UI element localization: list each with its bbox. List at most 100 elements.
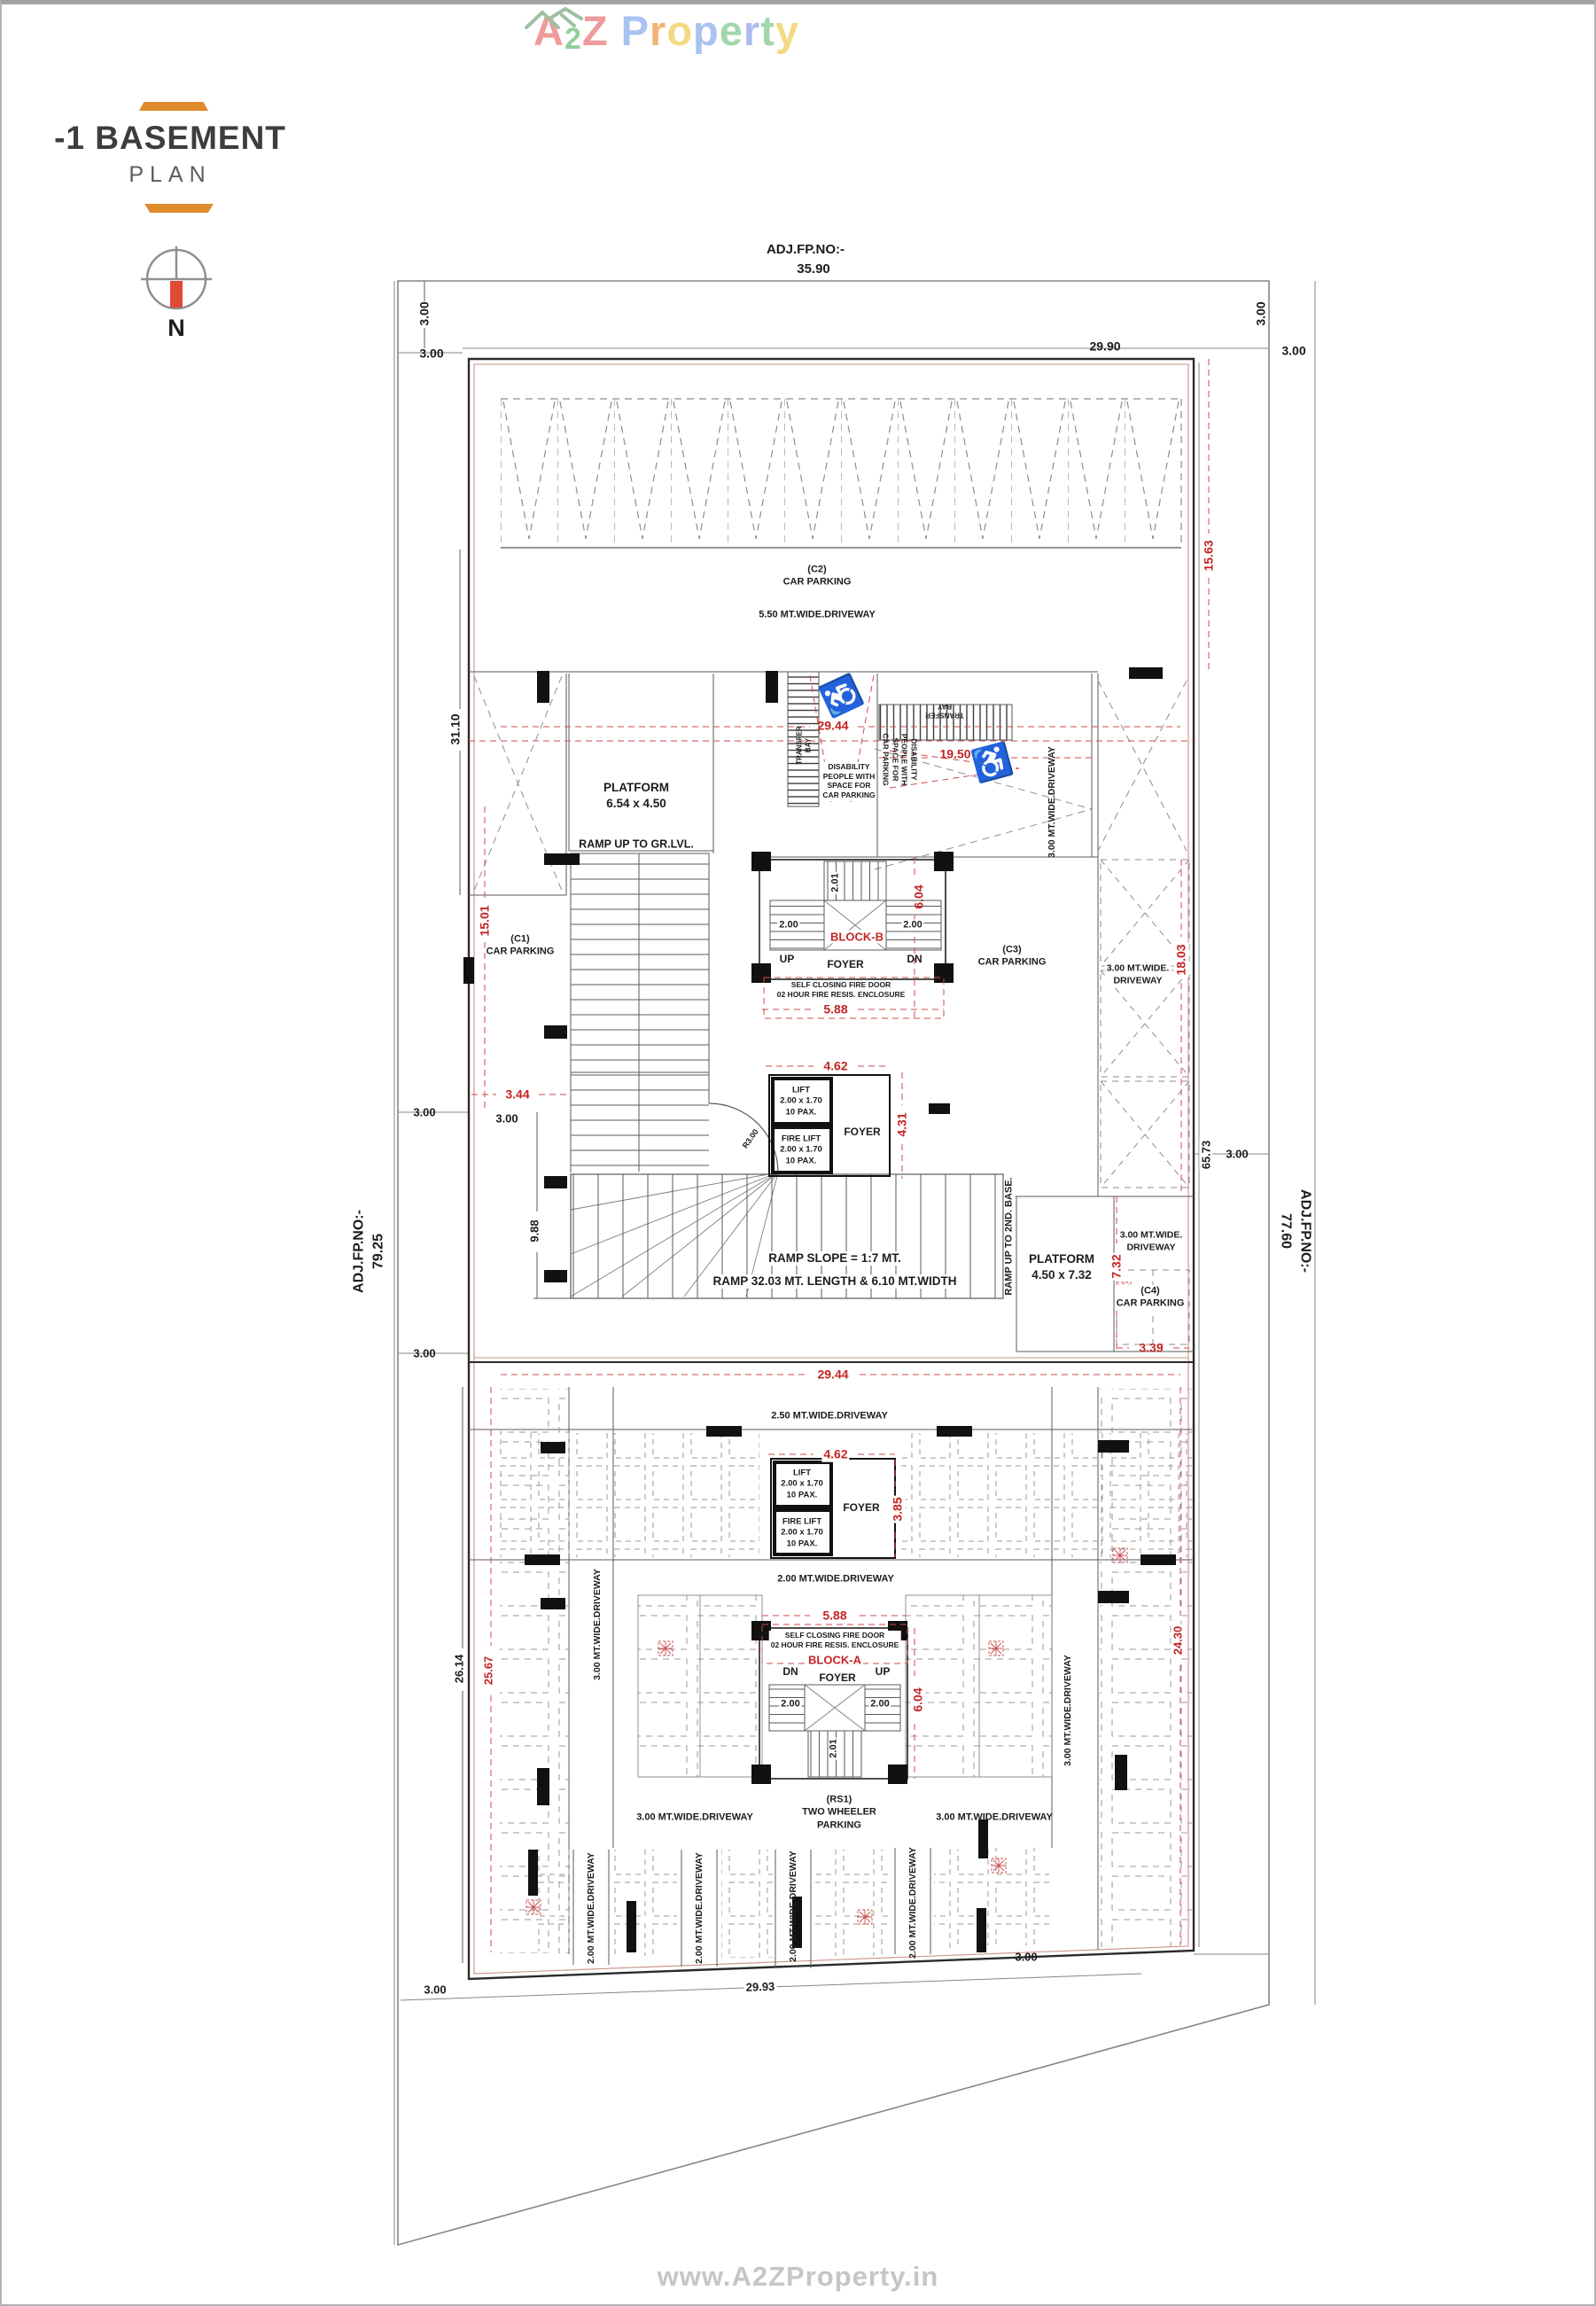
bottom-stall-rows — [532, 1848, 1049, 1968]
ramp-length-label: RAMP 32.03 MT. LENGTH & 6.10 MT.WIDTH — [711, 1274, 959, 1289]
disability-text-2: DISABILITY PEOPLE WITH SPACE FOR CAR PAR… — [881, 733, 919, 786]
dim-3-00-left-2: 3.00 — [413, 1346, 436, 1360]
dim-26-14: 26.14 — [452, 1654, 466, 1684]
logo-letter: 2 — [564, 22, 582, 56]
logo-letter: t — [760, 7, 775, 54]
dim-3-00-bottom-right: 3.00 — [1015, 1950, 1038, 1964]
dim-2-00-blockb-right: 2.00 — [901, 919, 924, 931]
dim-65-73: 65.73 — [1199, 1138, 1213, 1172]
c1-zone-label: (C1) CAR PARKING — [486, 933, 555, 957]
logo-letter: P — [620, 7, 650, 54]
dim-3-00-top-right-h: 3.00 — [1281, 343, 1306, 358]
dim-15-01: 15.01 — [477, 905, 492, 937]
adj-fp-right: ADJ.FP.NO:- 77.60 — [1279, 1189, 1313, 1273]
title-rule-bottom — [144, 204, 214, 213]
up-label-blocka: UP — [875, 1664, 891, 1678]
c3-driveway-label: 3.00 MT.WIDE. DRIVEWAY — [1104, 962, 1172, 987]
driveway-2-50-label: 2.50 MT.WIDE.DRIVEWAY — [771, 1410, 888, 1422]
dim-2-01-blockb: 2.01 — [829, 871, 842, 894]
platform-1-label: PLATFORM 6.54 x 4.50 — [603, 780, 669, 810]
title-rule-top — [139, 102, 208, 111]
dim-3-00-right-1: 3.00 — [1226, 1147, 1249, 1161]
logo-letter: o — [666, 7, 694, 54]
black-dimension-lines — [424, 281, 538, 1963]
dim-7-32: 7.32 — [1109, 1252, 1125, 1281]
red-dimension-lines — [469, 359, 1210, 1952]
driveway-3-00-bottom-left: 3.00 MT.WIDE.DRIVEWAY — [636, 1811, 753, 1823]
lift-core-1 — [768, 1074, 891, 1177]
c3-parking-stalls — [1100, 859, 1190, 1345]
dim-5-88-blocka: 5.88 — [821, 1608, 849, 1624]
driveway-3-00-v-upper: 3.00 MT.WIDE.DRIVEWAY — [1046, 746, 1057, 858]
structural-columns — [463, 667, 1176, 1952]
driveway-3-00-bottom-right: 3.00 MT.WIDE.DRIVEWAY — [936, 1811, 1053, 1823]
dim-6-04-blockb: 6.04 — [911, 884, 926, 909]
dim-3-44: 3.44 — [505, 1087, 530, 1102]
page-title: -1 BASEMENT — [54, 120, 286, 156]
logo: A2Z Property — [356, 6, 977, 64]
dim-3-00-top-left-h: 3.00 — [419, 346, 444, 361]
rs1-zone-label: (RS1) TWO WHEELER PARKING — [802, 1794, 876, 1831]
dim-2-00-blocka-left: 2.00 — [779, 1698, 802, 1710]
dim-6-04-blocka: 6.04 — [910, 1686, 926, 1714]
compass-north-label: N — [167, 315, 185, 342]
fire-lift-1-label: FIRE LIFT 2.00 x 1.70 10 PAX. — [780, 1134, 822, 1166]
dim-29-44-upper: 29.44 — [817, 718, 849, 733]
two-wheeler-stalls — [498, 1389, 1194, 1953]
dim-2-01-blocka: 2.01 — [828, 1737, 840, 1760]
transfer-bay-label-1: TRANSFER BAY — [795, 726, 812, 765]
transfer-bay-hatch-1 — [787, 671, 820, 807]
block-a-label: BLOCK-A — [806, 1653, 863, 1667]
dim-19-50: 19.50 — [939, 746, 971, 761]
fire-door-note-blocka: SELF CLOSING FIRE DOOR 02 HOUR FIRE RESI… — [768, 1630, 901, 1651]
dim-29-90: 29.90 — [1089, 339, 1121, 354]
lift-2-label: LIFT 2.00 x 1.70 10 PAX. — [781, 1468, 823, 1500]
c4-driveway-label: 3.00 MT.WIDE. DRIVEWAY — [1119, 1229, 1183, 1252]
block-a-core — [751, 1621, 908, 1784]
driveway-2-00-v-4: 2.00 MT.WIDE.DRIVEWAY — [907, 1847, 918, 1959]
adj-fp-top-value: 35.90 — [797, 261, 830, 277]
dim-3-39: 3.39 — [1139, 1340, 1164, 1355]
logo-letter: r — [650, 7, 667, 54]
disability-stall-guides — [874, 680, 1187, 870]
platform-2-label: PLATFORM 4.50 x 7.32 — [1029, 1251, 1094, 1282]
logo-letter: Z — [581, 7, 609, 54]
ramp-up-gr-label: RAMP UP TO GR.LVL. — [579, 837, 694, 851]
compass-icon — [141, 246, 212, 310]
dim-15-63: 15.63 — [1201, 540, 1216, 572]
c2-zone-label: (C2) CAR PARKING — [782, 564, 852, 588]
driveway-2-00-v-2: 2.00 MT.WIDE.DRIVEWAY — [693, 1852, 705, 1964]
up-label-blockb: UP — [779, 952, 795, 965]
ramp-up-to-ground — [570, 853, 779, 1173]
c2-parking-stalls — [501, 398, 1182, 549]
foyer-label-blockb: FOYER — [825, 957, 866, 971]
dim-3-85: 3.85 — [890, 1495, 906, 1523]
driveway-3-00-v-right: 3.00 MT.WIDE.DRIVEWAY — [1062, 1655, 1073, 1766]
dim-3-00-mid-left: 3.00 — [495, 1111, 518, 1126]
dim-2-00-blocka-right: 2.00 — [868, 1698, 891, 1710]
dim-9-88: 9.88 — [527, 1219, 541, 1243]
dim-24-30: 24.30 — [1171, 1624, 1185, 1657]
site-boundary — [393, 280, 1316, 2247]
dim-25-67: 25.67 — [481, 1654, 495, 1687]
logo-letter: y — [775, 7, 799, 54]
fire-door-note-blockb: SELF CLOSING FIRE DOOR 02 HOUR FIRE RESI… — [776, 979, 906, 999]
dim-29-44-lower: 29.44 — [815, 1367, 851, 1383]
dim-3-00-top-left-v: 3.00 — [417, 301, 432, 326]
mid-upper-structure — [469, 671, 1194, 1197]
driveway-3-00-v-left: 3.00 MT.WIDE.DRIVEWAY — [591, 1569, 603, 1680]
page-subtitle: PLAN — [128, 162, 212, 187]
adj-fp-left: ADJ.FP.NO:- 79.25 — [351, 1210, 385, 1293]
dim-2-00-blockb-left: 2.00 — [777, 919, 800, 931]
lift-1-label: LIFT 2.00 x 1.70 10 PAX. — [780, 1085, 822, 1118]
foyer-label-blocka: FOYER — [817, 1671, 858, 1685]
driveway-2-00-label: 2.00 MT.WIDE.DRIVEWAY — [777, 1573, 894, 1585]
driveway-2-00-v-3: 2.00 MT.WIDE.DRIVEWAY — [787, 1850, 798, 1962]
dim-3-00-left-1: 3.00 — [413, 1105, 436, 1119]
logo-letter: r — [743, 7, 761, 54]
dim-5-88-blockb: 5.88 — [821, 1001, 850, 1017]
logo-roof-icon — [525, 6, 583, 29]
dim-31-10: 31.10 — [448, 713, 463, 745]
dim-29-93: 29.93 — [744, 1979, 777, 1995]
